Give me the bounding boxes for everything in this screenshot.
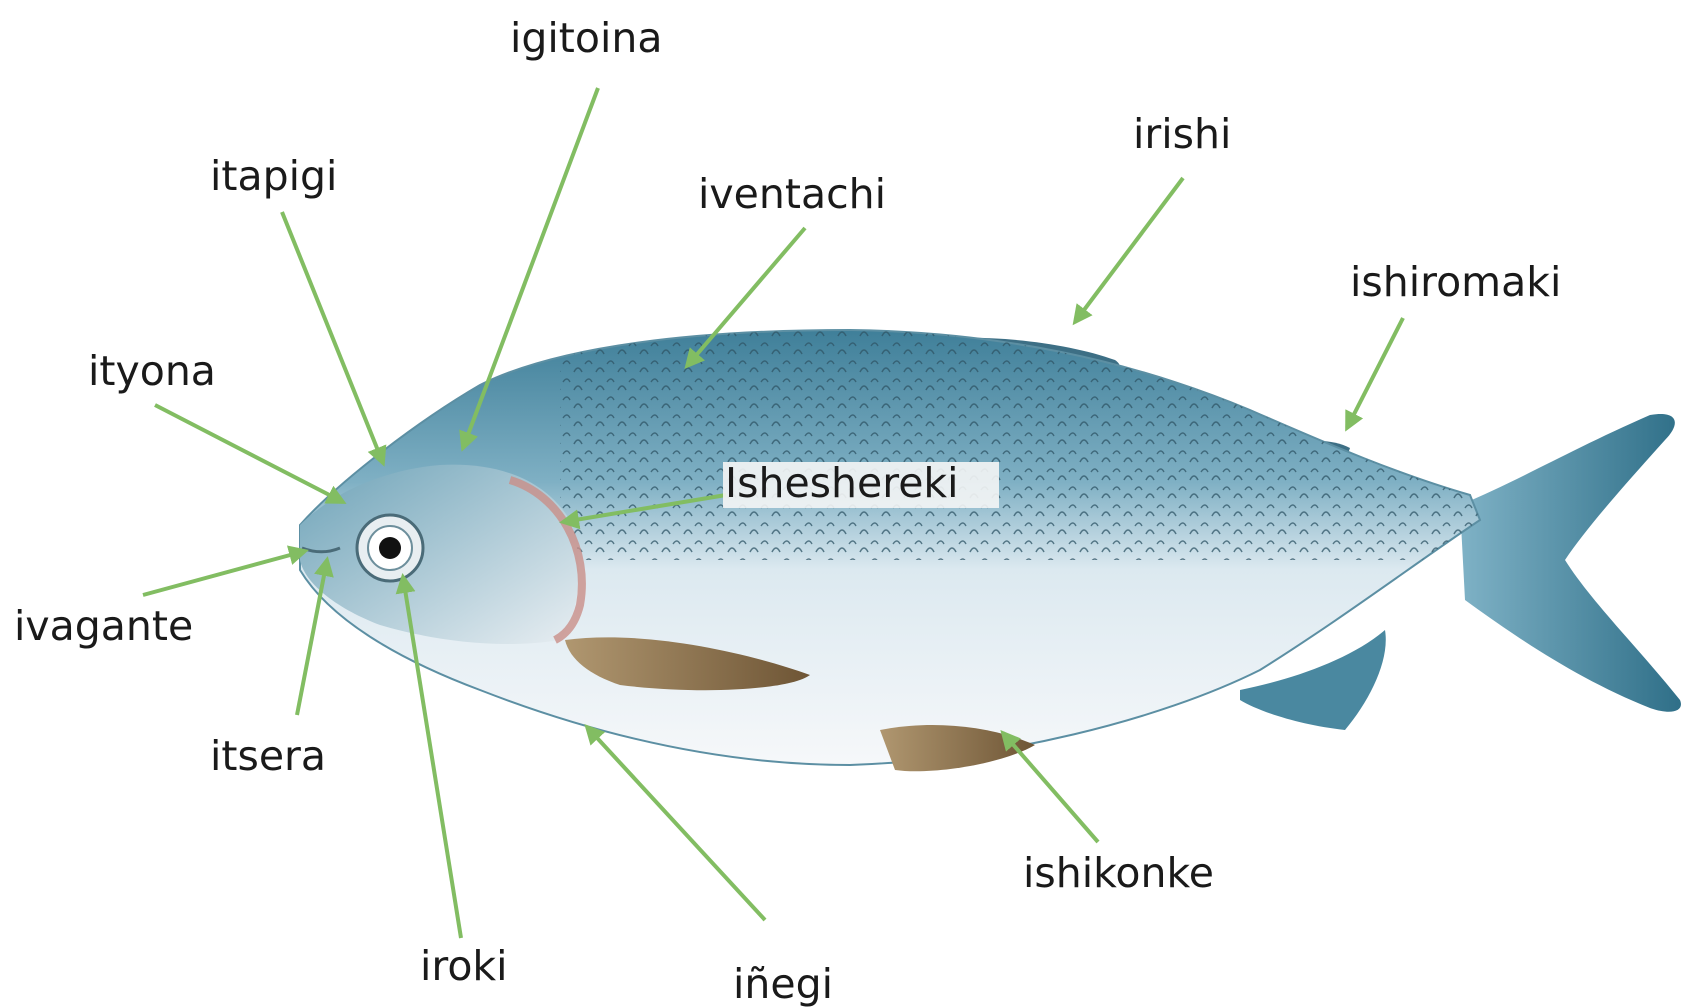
label-itapigi: itapigi <box>210 152 337 200</box>
label-irishi: irishi <box>1133 110 1231 158</box>
label-ishiromaki: ishiromaki <box>1350 258 1561 306</box>
label-isheshereki: Isheshereki <box>725 459 959 507</box>
label-igitoina: igitoina <box>510 14 662 62</box>
label-iroki: iroki <box>420 942 508 990</box>
arrow-ityona <box>155 405 343 502</box>
label-inegi: iñegi <box>733 960 833 1008</box>
arrow-ishikonke <box>1003 733 1098 842</box>
arrow-irishi <box>1075 178 1183 322</box>
arrow-ivagante <box>143 551 305 595</box>
label-iventachi: iventachi <box>698 170 886 218</box>
arrow-ishiromaki <box>1347 318 1403 428</box>
label-ishikonke: ishikonke <box>1023 849 1214 897</box>
label-itsera: itsera <box>210 732 326 780</box>
arrow-itapigi <box>282 212 383 463</box>
label-ityona: ityona <box>88 347 216 395</box>
label-ivagante: ivagante <box>14 602 193 650</box>
fish-eye <box>357 515 423 581</box>
tail-fin <box>1460 414 1681 712</box>
fish-illustration <box>300 330 1681 771</box>
